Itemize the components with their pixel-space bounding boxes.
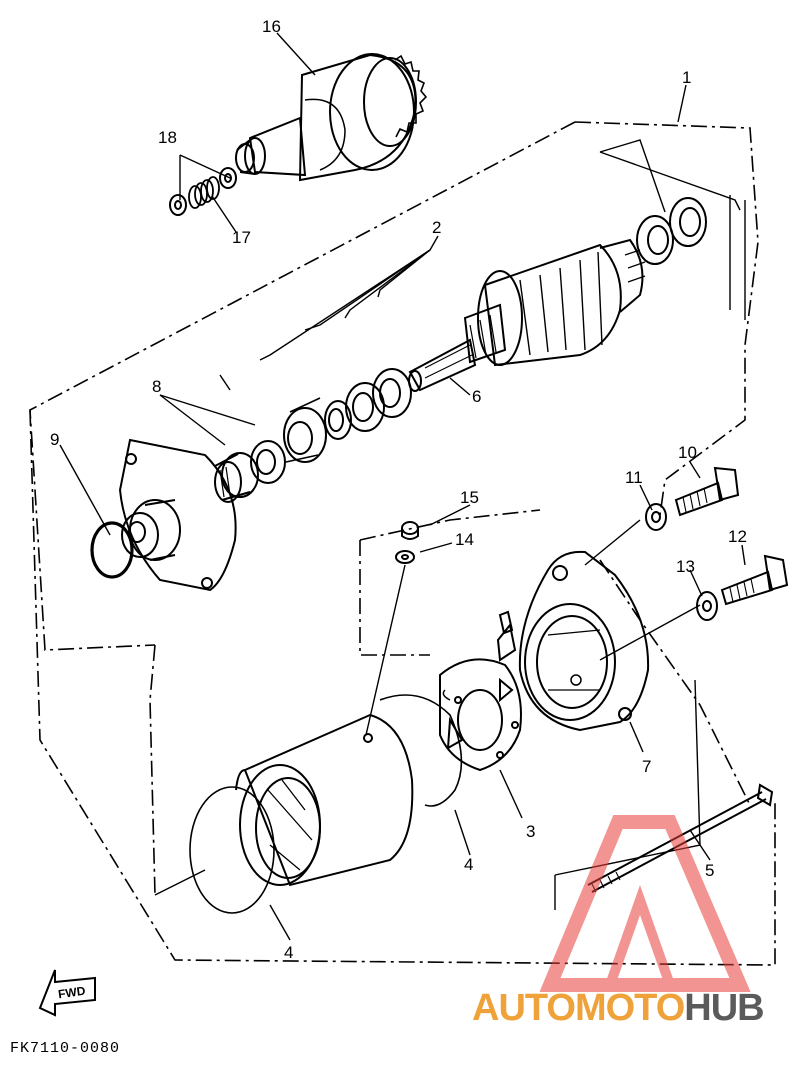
front-cover [118, 438, 237, 592]
callout-17: 17 [232, 228, 251, 247]
callout-14: 14 [455, 530, 474, 549]
washer-11 [645, 503, 667, 531]
callout-7: 7 [642, 757, 651, 776]
yoke-housing [235, 713, 414, 887]
callout-labels: 1 2 3 4 4 5 6 7 8 9 10 11 12 13 14 15 16… [50, 17, 747, 962]
shims-left [250, 368, 412, 484]
washer-13 [696, 591, 718, 621]
armature-2 [408, 238, 646, 392]
watermark-brand-part1: AUTOMOTO [472, 987, 685, 1029]
shims-right [636, 197, 707, 265]
rear-cover-7 [518, 550, 650, 732]
callout-8: 8 [152, 377, 161, 396]
fwd-label: FWD [57, 984, 86, 1002]
callout-6: 6 [472, 387, 481, 406]
callout-13: 13 [676, 557, 695, 576]
callout-4-lower: 4 [284, 943, 293, 962]
callout-15: 15 [460, 488, 479, 507]
bearing-8 [214, 452, 259, 503]
washers-18 [169, 167, 237, 216]
spring-17 [188, 176, 220, 209]
watermark-triangle-icon [539, 815, 751, 992]
callout-1: 1 [682, 68, 691, 87]
callout-5: 5 [705, 861, 714, 880]
callout-3: 3 [526, 822, 535, 841]
fwd-arrow-icon [38, 969, 96, 1017]
assembly-outline [29, 121, 776, 966]
callout-11: 11 [625, 468, 643, 487]
nut-15 [401, 521, 419, 540]
gasket-4-lower [189, 786, 275, 914]
figure-code: FK7110-0080 [10, 1040, 121, 1057]
callout-18: 18 [158, 128, 177, 147]
callout-10: 10 [678, 443, 697, 462]
watermark-brand-part2: HUB [684, 987, 764, 1029]
callout-16: 16 [262, 17, 281, 36]
o-ring-9 [90, 521, 134, 579]
callout-12: 12 [728, 527, 747, 546]
leader-lines [59, 32, 746, 941]
bolt-10 [674, 466, 740, 517]
washer-14 [395, 550, 415, 564]
callout-2: 2 [432, 218, 441, 237]
gasket-4-upper [379, 694, 463, 807]
bolt-12 [720, 554, 789, 606]
callout-9: 9 [50, 430, 59, 449]
starter-clutch-gear [235, 53, 428, 182]
callout-4-upper: 4 [464, 855, 473, 874]
watermark-brand: AUTOMOTOHUB [472, 987, 765, 1030]
brush-holder-3 [439, 610, 522, 772]
